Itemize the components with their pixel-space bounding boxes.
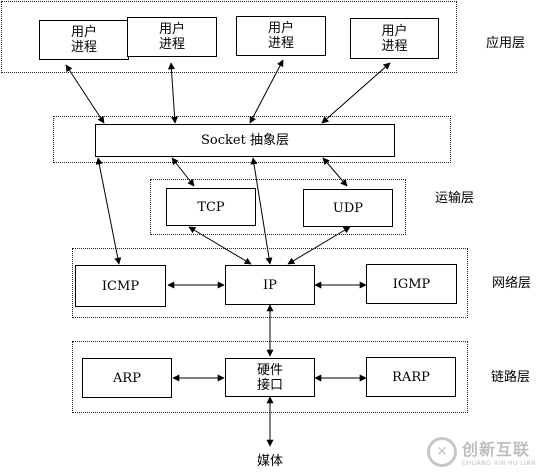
arp-box: ARP (82, 358, 172, 398)
arrow-socket-icmp (95, 157, 122, 265)
application-layer-frame (1, 1, 457, 73)
user-process-box-4: 用户 进程 (350, 18, 439, 59)
transport-layer-label: 运输层 (435, 191, 475, 206)
arrow-socket-ip (250, 157, 273, 265)
link-layer-label: 链路层 (491, 370, 531, 385)
arrow-socket-udp (322, 157, 348, 187)
user-process-box-3: 用户 进程 (236, 16, 326, 56)
arrow-tcp-ip (188, 226, 252, 265)
transport-layer-frame (150, 179, 406, 235)
icmp-box: ICMP (75, 265, 166, 307)
hardware-interface-box: 硬件 接口 (225, 358, 315, 397)
watermark-name-en: CHUANG XIN HU LIAN (461, 460, 536, 467)
logo-icon: ✕ (426, 436, 457, 467)
arrow-process3-socket (249, 59, 284, 124)
socket-abstraction-box: Socket 抽象层 (95, 124, 395, 157)
watermark-name-cn: 创新互联 (461, 440, 530, 459)
ip-box: IP (225, 265, 315, 305)
udp-box: UDP (303, 189, 393, 227)
arrow-socket-tcp (171, 157, 195, 187)
watermark: ✕ 创新互联 CHUANG XIN HU LIAN (426, 436, 536, 467)
igmp-box: IGMP (366, 264, 457, 304)
arrow-process1-socket (65, 64, 105, 124)
network-layer-label: 网络层 (492, 276, 532, 291)
user-process-box-1: 用户 进程 (39, 20, 129, 60)
tcp-box: TCP (166, 188, 256, 226)
arrow-process2-socket (167, 62, 179, 124)
medium-label: 媒体 (257, 454, 284, 469)
arrow-udp-ip (287, 226, 351, 265)
user-process-box-2: 用户 进程 (127, 17, 217, 57)
application-layer-label: 应用层 (486, 36, 526, 51)
rarp-box: RARP (366, 357, 456, 397)
arrow-process4-socket (321, 62, 391, 124)
